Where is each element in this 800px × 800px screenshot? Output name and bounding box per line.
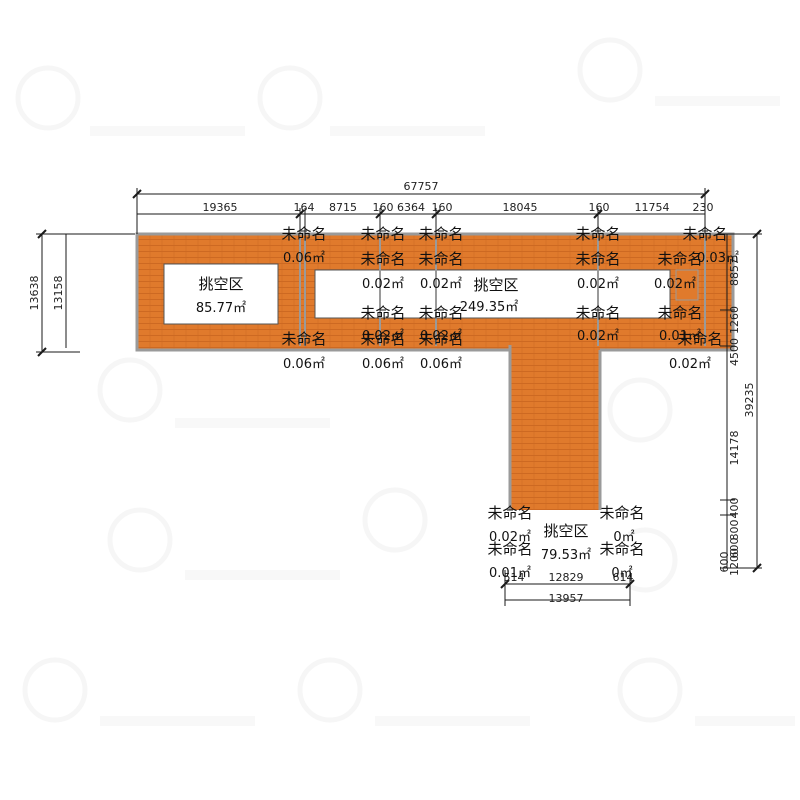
dim-top-seg: 19365 [203, 201, 238, 214]
dimension-ticks [37, 189, 762, 589]
room-label: 未命名 [360, 304, 405, 322]
room-area: 0.02㎡ [420, 329, 462, 344]
dim-bottom-outer: 13957 [549, 592, 584, 605]
room-area: 0.01㎡ [489, 566, 531, 581]
dim-top-seg: 164 [294, 201, 315, 214]
dim-left-inner: 13158 [52, 276, 65, 311]
dim-right-seg: 600 [718, 552, 731, 573]
room-label: 未命名 [418, 225, 463, 243]
right-dimensions: 39235 8857 4500 14178 1260 400 800 600 1… [718, 258, 756, 576]
room-area: 0.02㎡ [489, 530, 531, 545]
dim-right-overall: 39235 [743, 383, 756, 418]
room-area: 0.06㎡ [420, 357, 462, 372]
room-label: 未命名 [487, 540, 532, 558]
bottom-dimensions: 12829 13957 514 614 [504, 571, 634, 605]
dim-top-seg: 160 [432, 201, 453, 214]
room-label: 未命名 [682, 225, 727, 243]
void-left-label: 挑空区 [198, 275, 243, 293]
dim-top-seg: 160 [589, 201, 610, 214]
dim-top-seg: 230 [693, 201, 714, 214]
room-label: 未命名 [599, 504, 644, 522]
room-area: 0㎡ [613, 530, 634, 545]
void-right-notch [675, 269, 699, 301]
room-area: 0㎡ [611, 566, 632, 581]
dim-top-seg: 6364 [397, 201, 425, 214]
dim-bottom-inner: 12829 [549, 571, 584, 584]
dim-left-outer: 13638 [28, 276, 41, 311]
dim-right-seg: 8857 [728, 258, 741, 286]
left-dimensions: 13638 13158 [28, 276, 65, 311]
room-label: 未命名 [281, 330, 326, 348]
void-bottom-area: 79.53㎡ [541, 548, 591, 563]
dim-right-seg: 800 [728, 520, 741, 541]
dim-right-seg: 400 [728, 498, 741, 519]
room-area: 0.02㎡ [577, 329, 619, 344]
room-area: 0.02㎡ [577, 277, 619, 292]
room-label: 未命名 [575, 225, 620, 243]
room-area: 0.01㎡ [659, 329, 701, 344]
room-label: 未命名 [657, 304, 702, 322]
room-area: 0.06㎡ [283, 357, 325, 372]
void-left [163, 263, 279, 325]
floor-stem [510, 340, 600, 510]
room-label: 未命名 [418, 330, 463, 348]
room-label: 未命名 [575, 304, 620, 322]
room-area: 0.03㎡ [697, 251, 739, 266]
room-area: 0.02㎡ [669, 357, 711, 372]
room-label: 未命名 [487, 504, 532, 522]
room-label: 未命名 [657, 250, 702, 268]
void-center-label: 挑空区 [473, 276, 518, 294]
void-center-area: 249.35㎡ [460, 300, 519, 315]
dim-bottom-small-right: 614 [613, 571, 634, 584]
void-bottom-area [510, 510, 628, 572]
room-area: 0.06㎡ [362, 357, 404, 372]
room-label: 未命名 [360, 225, 405, 243]
room-area: 0.06㎡ [283, 251, 325, 266]
dim-top-seg: 160 [373, 201, 394, 214]
dim-bottom-small-left: 514 [504, 571, 525, 584]
room-label: 未命名 [677, 330, 722, 348]
room-label: 未命名 [418, 304, 463, 322]
room-label: 未命名 [360, 250, 405, 268]
room-label: 未命名 [360, 330, 405, 348]
dim-right-seg: 1260 [728, 306, 741, 334]
room-label: 未命名 [418, 250, 463, 268]
room-area: 0.02㎡ [362, 277, 404, 292]
dim-top-seg: 18045 [503, 201, 538, 214]
interior-walls [299, 238, 706, 346]
watermarks [15, 37, 795, 726]
dim-right-seg: 600 [728, 538, 741, 559]
dim-right-seg: 14178 [728, 431, 741, 466]
void-labels: 挑空区 85.77㎡ 挑空区 249.35㎡ 挑空区 79.53㎡ [196, 275, 591, 563]
dimension-lines [36, 188, 762, 606]
room-label: 未命名 [281, 225, 326, 243]
void-bottom-label: 挑空区 [543, 522, 588, 540]
room-labels: 未命名 0.06㎡ 未命名 未命名 0.02㎡ 未命名 未命名 0.02㎡ 未命… [281, 225, 738, 581]
room-label: 未命名 [575, 250, 620, 268]
void-left-area: 85.77㎡ [196, 301, 246, 316]
room-area: 0.02㎡ [654, 277, 696, 292]
dim-top-overall: 67757 [404, 180, 439, 193]
room-label: 未命名 [599, 540, 644, 558]
void-center [314, 269, 671, 319]
room-area: 0.02㎡ [362, 329, 404, 344]
dim-right-seg: 1200 [728, 548, 741, 576]
top-dimensions: 67757 19365 164 8715 160 6364 160 18045 … [203, 180, 714, 214]
dim-top-seg: 11754 [635, 201, 670, 214]
room-area: 0.02㎡ [420, 277, 462, 292]
dim-top-seg: 8715 [329, 201, 357, 214]
dim-right-seg: 4500 [728, 338, 741, 366]
